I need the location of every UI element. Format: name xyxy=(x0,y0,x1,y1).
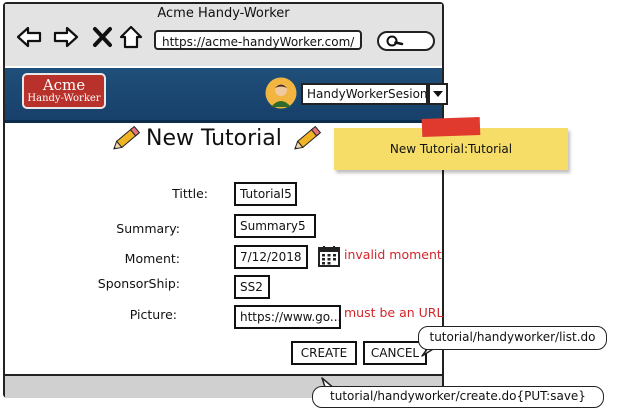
moment-error: invalid moment xyxy=(344,247,442,262)
pencil-icon xyxy=(294,125,322,150)
create-callout: tutorial/handyworker/create.do{PUT:save} xyxy=(312,386,604,408)
cancel-callout: tutorial/handyworker/list.do xyxy=(418,326,607,350)
calendar-icon[interactable] xyxy=(317,244,341,268)
logo-text-top: Acme xyxy=(42,76,86,94)
avatar[interactable] xyxy=(265,77,297,109)
address-bar[interactable]: https://acme-handyWorker.com/ xyxy=(154,30,362,50)
moment-input[interactable]: 7/12/2018 xyxy=(234,245,308,269)
home-icon[interactable] xyxy=(117,23,145,51)
logo-text-bottom: Handy-Worker xyxy=(27,93,101,104)
sponsorship-input[interactable]: SS2 xyxy=(234,275,270,299)
chevron-down-icon xyxy=(433,91,443,97)
summary-input[interactable]: Summary5 xyxy=(234,214,316,238)
window-title: Acme Handy-Worker xyxy=(157,6,290,21)
search-icon xyxy=(386,35,404,47)
title-input[interactable]: Tutorial5 xyxy=(234,182,297,206)
user-menu[interactable]: HandyWorkerSesion xyxy=(301,83,428,105)
picture-error: must be an URL xyxy=(344,305,444,320)
picture-label: Picture: xyxy=(129,307,177,322)
forward-arrow-icon[interactable] xyxy=(52,23,80,51)
picture-input[interactable]: https://www.go... xyxy=(234,305,341,329)
summary-label: Summary: xyxy=(116,221,180,236)
back-arrow-icon[interactable] xyxy=(15,23,43,51)
moment-label: Moment: xyxy=(124,251,180,266)
search-field[interactable] xyxy=(377,31,435,51)
sticky-note-text: New Tutorial:Tutorial xyxy=(389,142,513,156)
sponsorship-label: SponsorShip: xyxy=(97,276,180,291)
user-menu-dropdown[interactable] xyxy=(428,83,448,105)
title-label: Tittle: xyxy=(172,186,208,201)
cancel-button[interactable]: CANCEL xyxy=(363,341,427,365)
close-icon[interactable] xyxy=(89,23,117,51)
page-title: New Tutorial xyxy=(146,126,282,151)
sticky-tape xyxy=(421,116,481,138)
create-button[interactable]: CREATE xyxy=(291,341,357,365)
logo[interactable]: Acme Handy-Worker xyxy=(22,73,106,109)
pencil-icon xyxy=(113,125,141,150)
